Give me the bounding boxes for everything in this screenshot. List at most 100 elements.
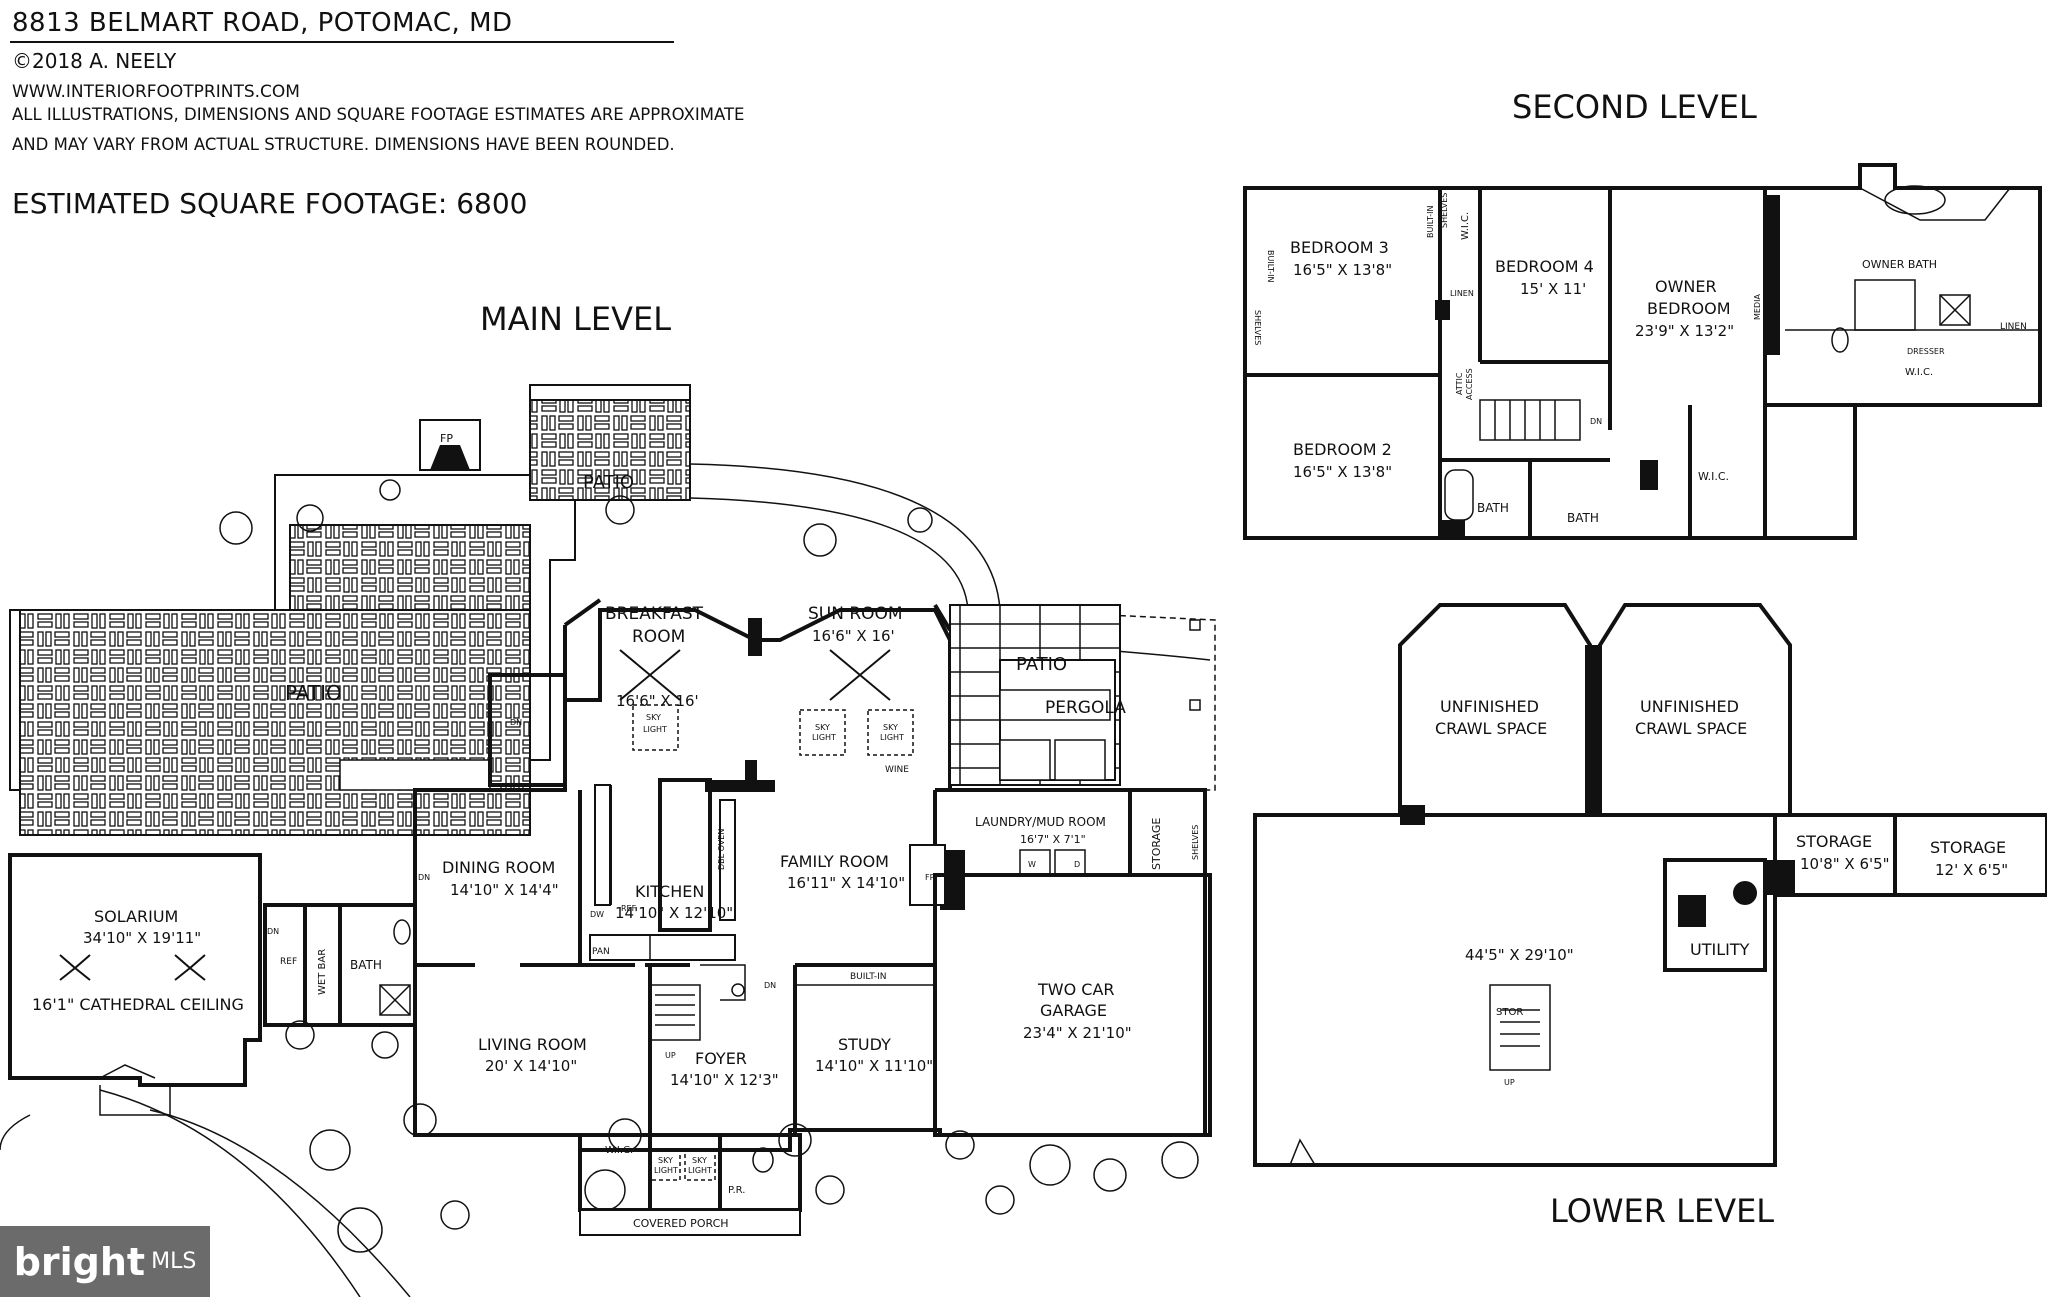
bath-2-label: BATH [1567, 511, 1599, 525]
solarium-dims: 34'10" X 19'11" [83, 929, 201, 947]
built-in-2-label: BUILT-IN [1426, 206, 1435, 238]
pan-label: PAN [592, 947, 610, 957]
garage-dims: 23'4" X 21'10" [1023, 1024, 1132, 1042]
website-url: WWW.INTERIORFOOTPRINTS.COM [12, 82, 300, 102]
dn-dining-label: DN [418, 873, 430, 882]
property-address: 8813 BELMART ROAD, POTOMAC, MD [12, 8, 513, 38]
wic-label: W.I.C. [605, 1145, 633, 1156]
skylight-3-sky: SKY [883, 723, 898, 732]
main-level-plan: FP PATIO PATIO PATIO PERGOLA BREAKFAST R… [0, 384, 1216, 1297]
bath-label: BATH [350, 958, 382, 972]
living-name: LIVING ROOM [478, 1035, 587, 1054]
patio-left-label: PATIO [285, 681, 342, 705]
wetbar-label: WET BAR [317, 949, 328, 995]
wic-3-label: W.I.C. [1698, 470, 1729, 483]
wic-1-label: W.I.C. [1460, 212, 1471, 240]
pergola-label: PERGOLA [1045, 698, 1126, 718]
storage-1-name: STORAGE [1796, 832, 1872, 851]
family-dims: 16'11" X 14'10" [787, 874, 905, 892]
built-in-1-label: BUILT-IN [1266, 250, 1275, 282]
owner-dims: 23'9" X 13'2" [1635, 322, 1734, 340]
breakfast-name-1: BREAKFAST [605, 604, 704, 624]
lower-up-label: UP [1504, 1078, 1515, 1087]
foyer-dims: 14'10" X 12'3" [670, 1071, 779, 1089]
skylight-2-light: LIGHT [812, 733, 836, 742]
bath-1-label: BATH [1477, 501, 1509, 515]
dresser-label: DRESSER [1907, 347, 1945, 356]
dining-dims: 14'10" X 14'4" [450, 881, 559, 899]
garage-name-2: GARAGE [1040, 1001, 1107, 1020]
patio-right-label: PATIO [1016, 654, 1067, 675]
skylight-5-light: LIGHT [688, 1166, 712, 1175]
study-name: STUDY [838, 1035, 891, 1054]
ref-1-label: REF [280, 957, 297, 967]
patio-top-label: PATIO [583, 472, 634, 493]
solarium-name: SOLARIUM [94, 907, 178, 926]
dn-label: DN [1590, 417, 1602, 426]
stairs-icon [650, 964, 746, 1041]
dn-left-label: DN [510, 718, 522, 727]
study-dims: 14'10" X 11'10" [815, 1057, 933, 1075]
copyright-notice: ©2018 A. NEELY [12, 49, 177, 73]
breakfast-dims: 16'6" X 16' [616, 692, 699, 710]
bedroom-3-dims: 16'5" X 13'8" [1293, 261, 1392, 279]
attic-label-1: ATTIC [1455, 372, 1464, 395]
ref-2-label: REF [621, 904, 637, 913]
fp-family-label: FP [925, 873, 935, 882]
kitchen-dims: 14'10" X 12'10" [615, 904, 733, 922]
crawl-2-line-1: UNFINISHED [1640, 697, 1739, 716]
family-name: FAMILY ROOM [780, 852, 889, 871]
utility-label: UTILITY [1690, 940, 1750, 959]
built-in-label: BUILT-IN [850, 972, 887, 982]
laundry-dims: 16'7" X 7'1" [1020, 833, 1086, 846]
powder-room-label: P.R. [728, 1185, 745, 1196]
foyer-name: FOYER [695, 1049, 747, 1068]
skylight-3-light: LIGHT [880, 733, 904, 742]
skylight-4-light: LIGHT [654, 1166, 678, 1175]
second-stairs-icon [1479, 399, 1581, 441]
skylight-5-sky: SKY [692, 1156, 707, 1165]
disclaimer-line-1: ALL ILLUSTRATIONS, DIMENSIONS AND SQUARE… [12, 105, 745, 124]
solarium-ceiling: 16'1" CATHEDRAL CEILING [32, 995, 244, 1014]
dn-wetbar-label: DN [267, 927, 279, 936]
up-label: UP [665, 1051, 676, 1060]
fp-label-top: FP [440, 432, 453, 445]
crawl-1-line-1: UNFINISHED [1440, 697, 1539, 716]
crawl-2-line-2: CRAWL SPACE [1635, 719, 1747, 738]
shelves-2-label: SHELVES [1440, 193, 1449, 228]
shelves-1-label: SHELVES [1253, 310, 1262, 345]
lower-level-plan: UNFINISHED CRAWL SPACE UNFINISHED CRAWL … [1253, 603, 2047, 1167]
bedroom-2-name: BEDROOM 2 [1293, 440, 1392, 459]
breakfast-name-2: ROOM [632, 627, 685, 647]
lower-level-title: LOWER LEVEL [1550, 1192, 1775, 1230]
header-rule [10, 41, 674, 43]
laundry-name: LAUNDRY/MUD ROOM [975, 815, 1106, 829]
washer-label: W [1028, 860, 1036, 869]
crawl-1-line-2: CRAWL SPACE [1435, 719, 1547, 738]
linen-1-label: LINEN [1450, 289, 1474, 298]
living-dims: 20' X 14'10" [485, 1057, 577, 1075]
skylight-1-sky: SKY [646, 713, 661, 722]
sunroom-dims: 16'6" X 16' [812, 627, 895, 645]
skylight-4-sky: SKY [658, 1156, 673, 1165]
bedroom-3-name: BEDROOM 3 [1290, 238, 1389, 257]
skylight-1-light: LIGHT [643, 725, 667, 734]
square-footage: ESTIMATED SQUARE FOOTAGE: 6800 [12, 187, 528, 220]
stor-label: STOR [1496, 1007, 1523, 1018]
kitchen-name: KITCHEN [635, 882, 704, 901]
wine-label: WINE [885, 765, 909, 775]
lower-main-dims: 44'5" X 29'10" [1465, 946, 1574, 964]
linen-2-label: LINEN [2000, 322, 2027, 332]
bedroom-4-dims: 15' X 11' [1520, 280, 1586, 298]
disclaimer-line-2: AND MAY VARY FROM ACTUAL STRUCTURE. DIME… [12, 135, 675, 154]
dryer-label: D [1074, 860, 1080, 869]
logo-word-1: bright [13, 1239, 146, 1284]
bedroom-2-dims: 16'5" X 13'8" [1293, 463, 1392, 481]
storage-1-dims: 10'8" X 6'5" [1800, 855, 1890, 873]
attic-label-2: ACCESS [1465, 368, 1474, 400]
dbl-oven-label: DBL OVEN [717, 829, 726, 870]
shelves-label: SHELVES [1191, 825, 1200, 860]
second-level-title: SECOND LEVEL [1512, 88, 1757, 126]
ceiling-fan-icon [59, 649, 891, 981]
covered-porch-label: COVERED PORCH [633, 1217, 729, 1230]
